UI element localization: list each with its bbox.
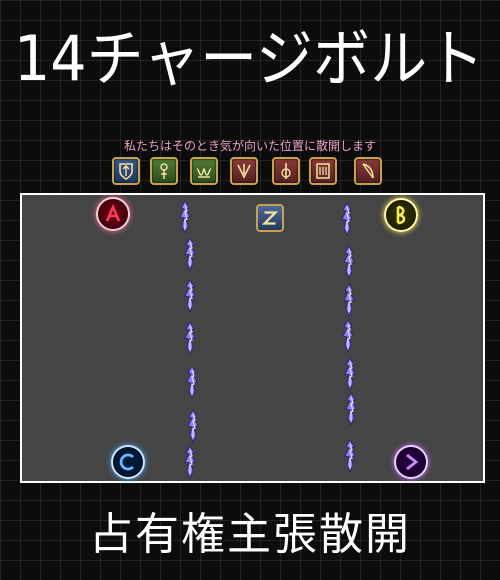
page-title: 14チャージボルト [14, 22, 485, 95]
charge-bolt-icon [340, 356, 360, 392]
charge-bolt-icon [180, 278, 200, 314]
charge-bolt-icon [339, 244, 359, 280]
charge-bolt-icon [339, 282, 359, 318]
charge-bolt-icon [183, 408, 203, 444]
charge-bolt-icon [182, 364, 202, 400]
waymark-c-icon [111, 445, 145, 479]
subtitle: 私たちはそのとき気が向いた位置に散開します [123, 139, 376, 153]
waymark-b-icon [384, 198, 418, 232]
waymark-a-icon [96, 197, 130, 231]
charge-bolt-icon [338, 318, 358, 354]
charge-bolt-icon [341, 391, 361, 427]
reaper-icon [230, 157, 258, 185]
summoner-icon [309, 157, 337, 185]
strategy-name: 占有権主張散開 [89, 509, 411, 560]
charge-bolt-icon [180, 444, 200, 480]
sage-icon [190, 157, 218, 185]
charge-bolt-icon [340, 438, 360, 474]
charge-bolt-icon [180, 236, 200, 272]
charge-bolt-icon [175, 199, 195, 235]
charge-bolt-icon [180, 320, 200, 356]
paladin-icon [112, 157, 140, 185]
waymark-d-icon [394, 445, 428, 479]
red-mage-icon [272, 157, 300, 185]
astrologian-icon [150, 157, 178, 185]
bard-icon [354, 157, 382, 185]
charge-bolt-icon [337, 201, 357, 237]
arena [20, 193, 485, 483]
role-icon-row [0, 157, 500, 189]
warrior-icon [256, 204, 284, 232]
